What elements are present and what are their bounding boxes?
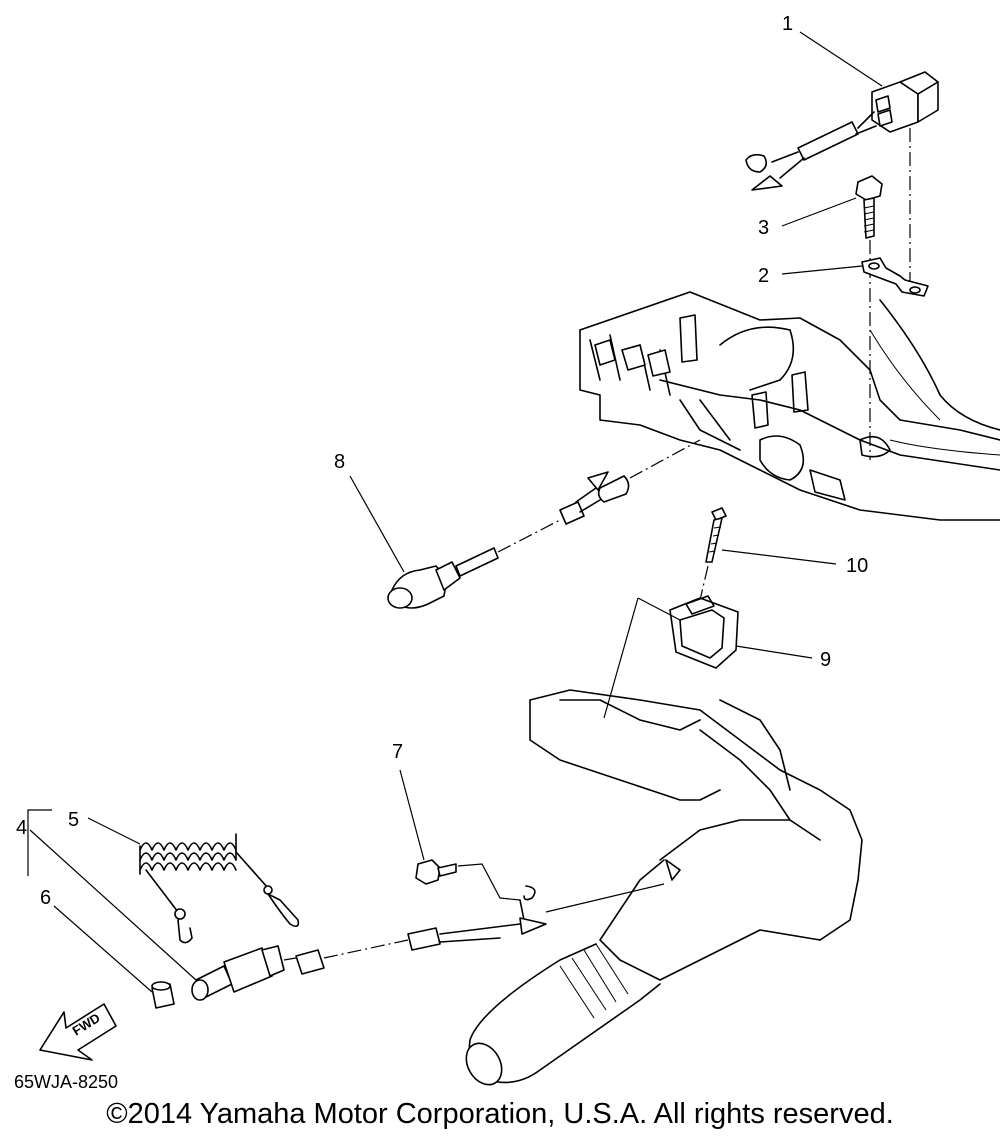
callout-6: 6 [40,887,51,909]
callout-labels: 1 3 2 8 10 9 7 4 5 6 [16,13,868,909]
part-5-lanyard [139,833,300,944]
callout-7: 7 [392,741,403,763]
callout-1: 1 [782,13,793,35]
callout-8: 8 [334,451,345,473]
callout-2: 2 [758,265,769,287]
callout-3: 3 [758,217,769,239]
leader-lines [27,31,883,993]
diagram-part-code: 65WJA-8250 [14,1072,118,1092]
engine-bracket-drawing [579,291,1000,521]
part-9-holder [603,595,739,719]
part-6-cap [151,981,175,1009]
part-4-switch [191,917,547,1001]
callout-4: 4 [16,817,27,839]
part-8-switch [387,439,701,609]
part-1-switch [745,71,939,290]
tiller-handle-drawing [465,689,863,1086]
callout-5: 5 [68,809,79,831]
part-3-bolt [855,175,883,460]
copyright-notice: ©2014 Yamaha Motor Corporation, U.S.A. A… [106,1098,894,1130]
part-2-bracket [861,257,929,297]
part-7-bolt [415,859,536,921]
part-10-screw [699,507,727,601]
fwd-arrow: FWD [39,1003,117,1061]
callout-9: 9 [820,649,831,671]
callout-10: 10 [846,555,868,577]
